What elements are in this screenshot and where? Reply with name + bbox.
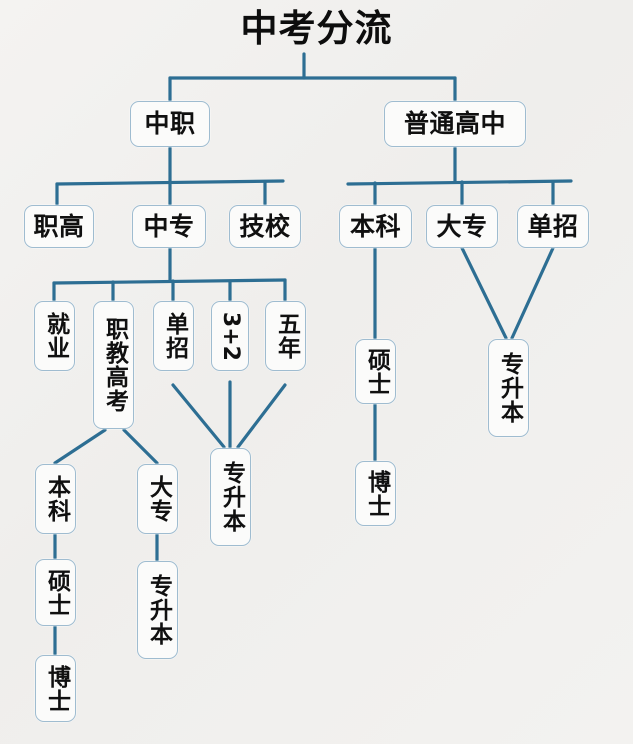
node-shuoshi-left[interactable]: 硕士 [35,559,76,626]
node-label: 中专 [143,211,195,241]
node-boshi-left[interactable]: 博士 [35,655,76,722]
node-zhongzhuan[interactable]: 中专 [132,205,206,248]
node-benke-right[interactable]: 本科 [339,205,412,248]
node-shuoshi-right[interactable]: 硕士 [355,339,396,404]
node-label: 博士 [43,664,70,713]
node-jixiao[interactable]: 技校 [229,205,301,248]
node-jiuye[interactable]: 就业 [34,301,75,371]
node-label: 博士 [363,469,390,518]
node-label: 本科 [349,211,401,241]
node-benke-left[interactable]: 本科 [35,464,76,534]
node-label: 大专 [145,475,172,523]
node-label: 技校 [239,211,291,241]
node-zhuanshengben-left[interactable]: 专升本 [137,561,178,659]
node-zhigao[interactable]: 职高 [24,205,94,248]
node-zhuanshengben-mid[interactable]: 专升本 [210,448,251,546]
node-label: 专升本 [218,461,245,533]
node-boshi-right[interactable]: 博士 [355,461,396,526]
node-dazhuan-left[interactable]: 大专 [137,464,178,534]
node-zhuanshengben-right[interactable]: 专升本 [488,339,529,437]
node-label: 五年 [273,312,300,360]
node-label: 单招 [161,312,188,360]
node-danzhao-mid[interactable]: 单招 [153,301,194,371]
node-3-plus-2[interactable]: 3+2 [211,301,249,371]
node-label: 职高 [33,211,85,241]
node-label: 专升本 [496,352,523,424]
node-zhijiao-gaokao[interactable]: 职教高考 [93,301,134,429]
node-label: 硕士 [43,568,70,617]
node-zhongzhi[interactable]: 中职 [130,101,210,147]
node-label: 普通高中 [403,109,506,138]
node-label: 单招 [527,211,579,241]
node-dazhuan-right[interactable]: 大专 [426,205,498,248]
node-danzhao-right[interactable]: 单招 [517,205,589,248]
node-label: 专升本 [145,574,172,646]
node-label: 职教高考 [101,317,128,413]
node-putong-gaozhong[interactable]: 普通高中 [384,101,526,147]
node-label: 中职 [144,109,196,138]
node-wunian[interactable]: 五年 [265,301,306,371]
node-label: 大专 [436,211,488,241]
node-label: 就业 [42,312,69,360]
node-label: 3+2 [218,311,244,361]
page-title: 中考分流 [240,7,393,50]
node-label: 本科 [43,475,70,523]
node-label: 硕士 [363,347,390,396]
